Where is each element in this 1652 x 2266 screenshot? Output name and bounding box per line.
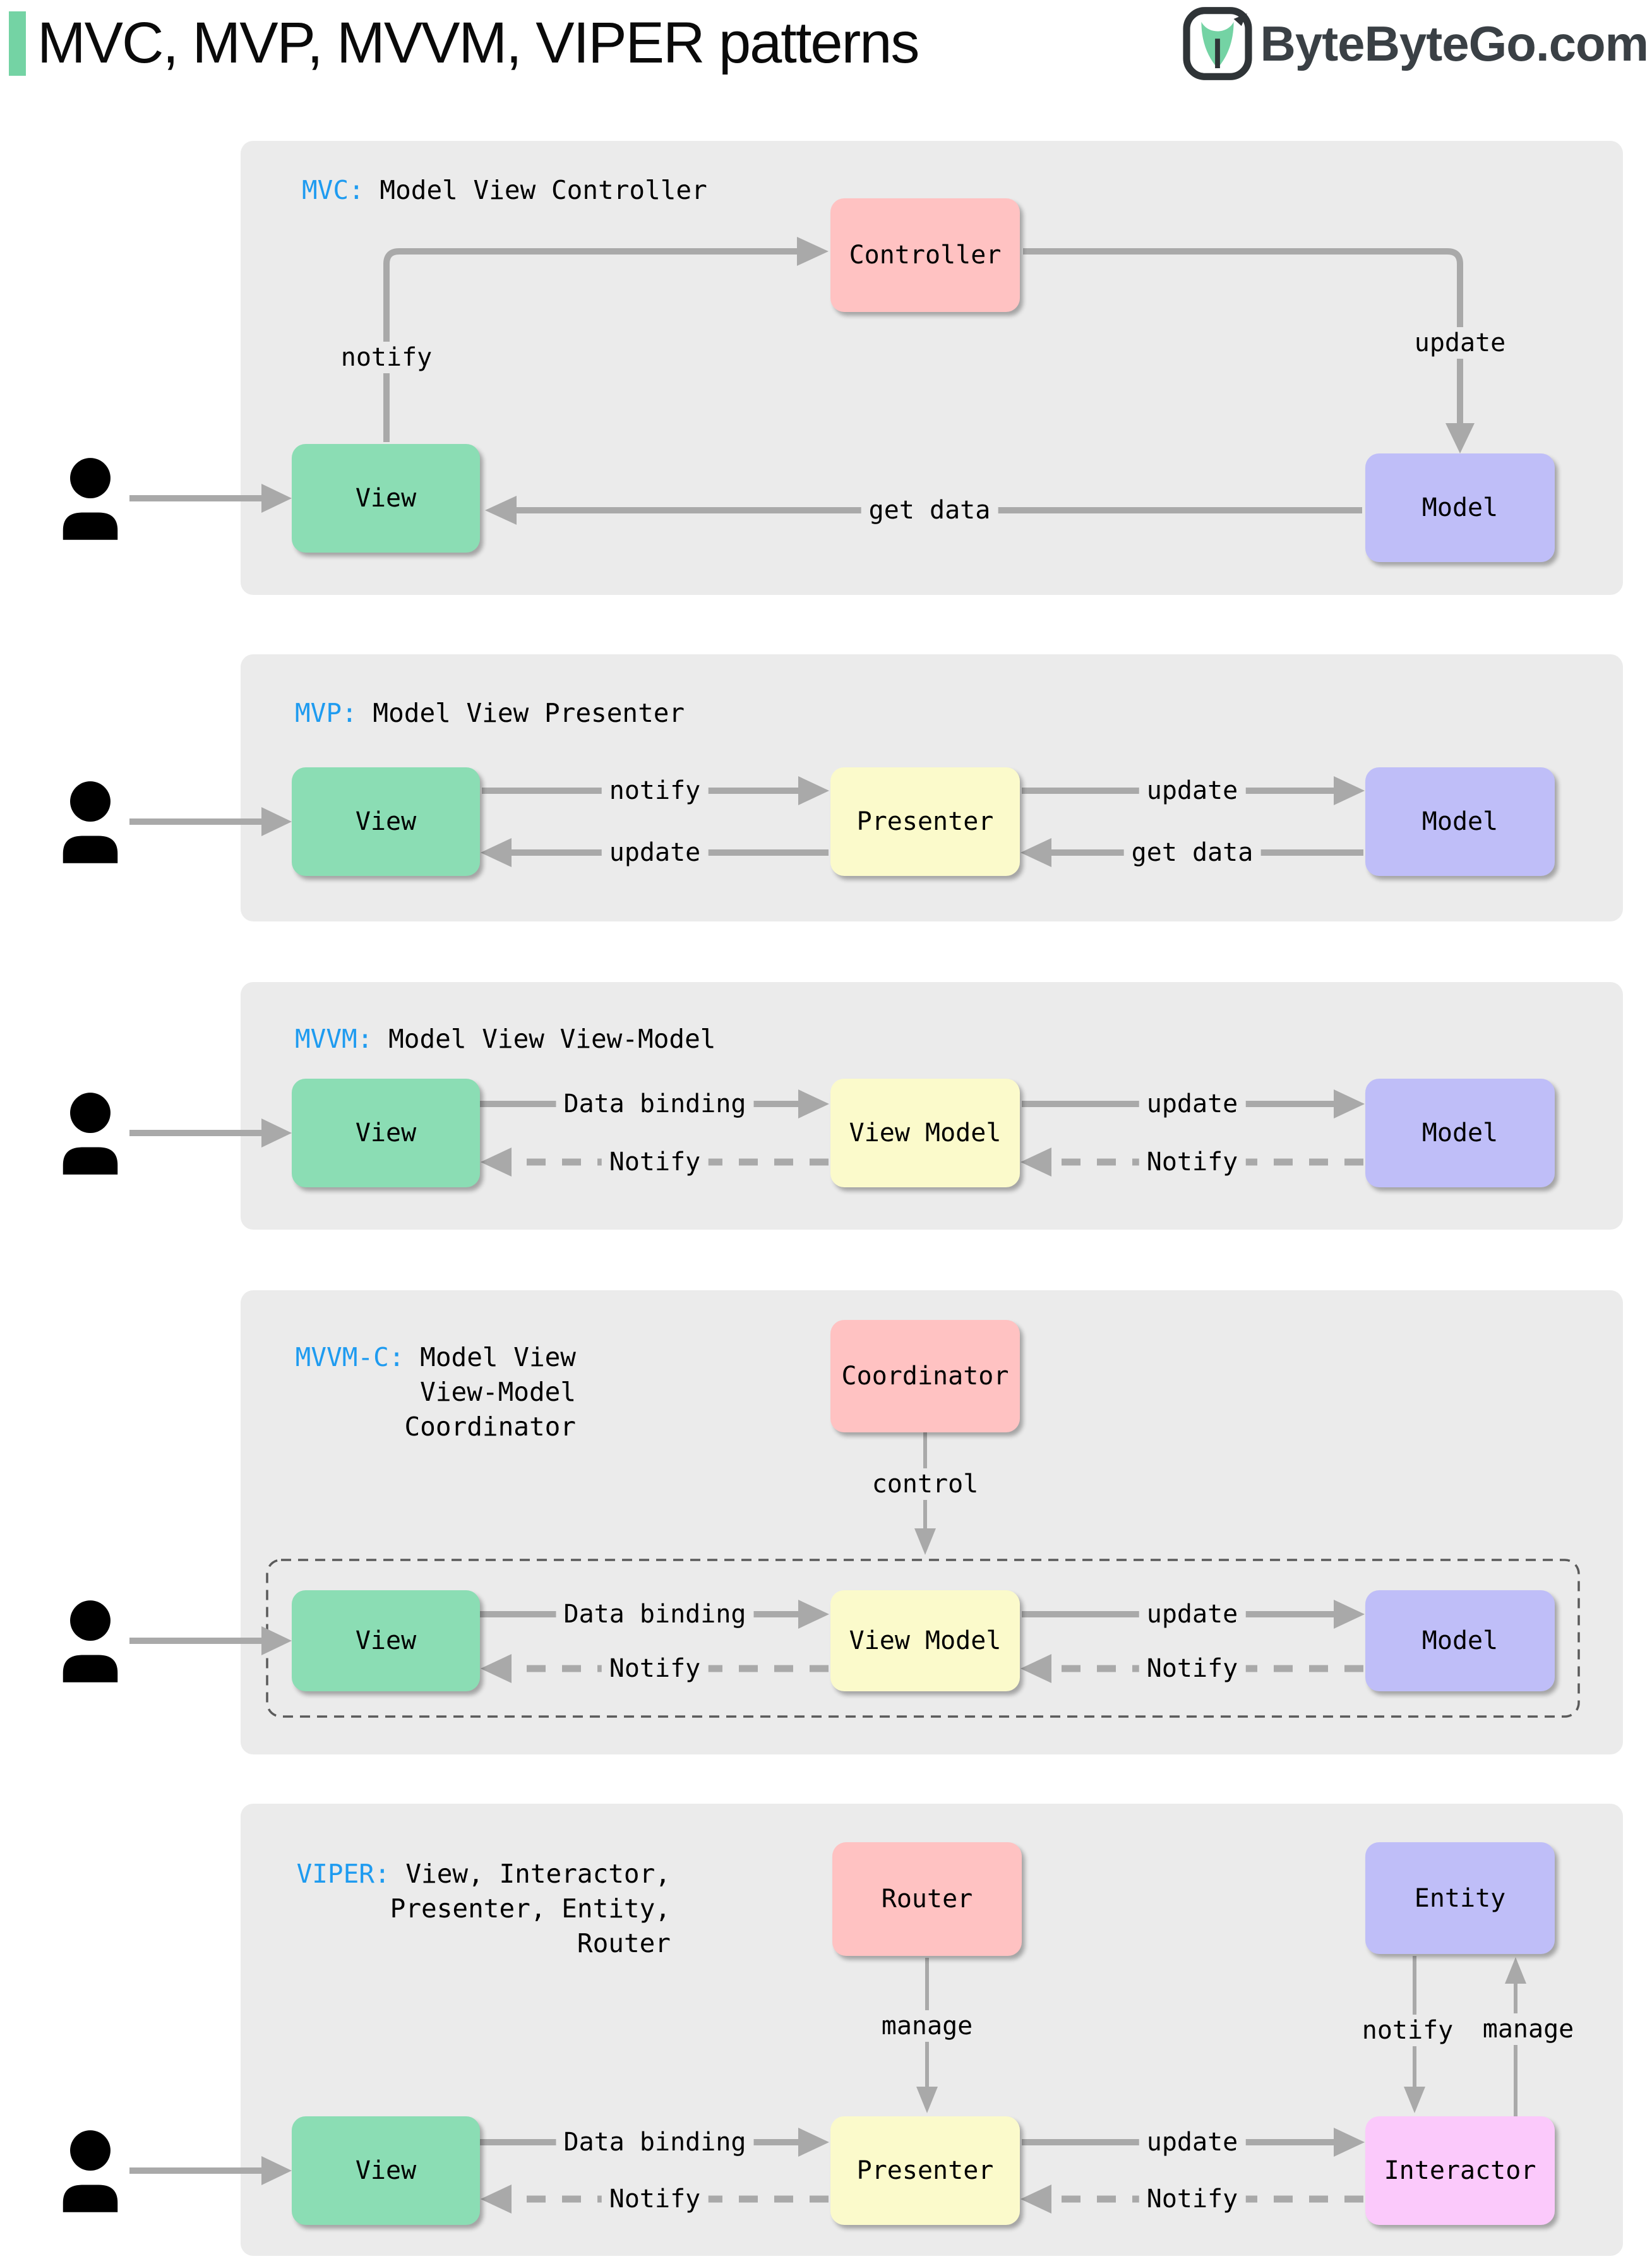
user-icon (63, 458, 118, 540)
viper-notify-vp-label: Notify (601, 2183, 709, 2215)
mvp-get-data-label: get data (1123, 837, 1261, 868)
mvvmc-view-model-label: View Model (849, 1626, 1002, 1655)
viper-desc3: Router (577, 1928, 671, 1958)
mvc-desc: Model View Controller (364, 175, 707, 205)
user-icon (63, 781, 118, 863)
mvp-view-label: View (355, 807, 417, 836)
mvc-controller-box: Controller (830, 198, 1020, 312)
viper-heading: VIPER: View, Interactor,Presenter, Entit… (290, 1857, 671, 1961)
viper-abbr: VIPER: (296, 1859, 390, 1889)
mvvm-view-model-label: View Model (849, 1118, 1002, 1148)
bytebytego-logo-icon (1182, 7, 1252, 80)
mvvmc-view-label: View (355, 1626, 417, 1655)
mvp-heading: MVP: Model View Presenter (295, 696, 685, 731)
mvvm-notify-label: Notify (601, 1146, 709, 1178)
mvvmc-desc1: Model View (404, 1342, 576, 1372)
viper-interactor-box: Interactor (1365, 2116, 1555, 2225)
mvc-view-label: View (355, 484, 417, 513)
mvvmc-heading-line1: MVVM-C: Model View (290, 1340, 576, 1375)
viper-view-label: View (355, 2156, 417, 2185)
mvp-update2-label: update (1139, 775, 1246, 806)
mvvmc-view-model-box: View Model (830, 1590, 1020, 1691)
viper-entity-box: Entity (1365, 1842, 1555, 1954)
viper-desc1: View, Interactor, (390, 1859, 671, 1889)
mvc-update-arrow (1023, 248, 1463, 424)
viper-entity-label: Entity (1414, 1883, 1506, 1913)
mvc-model-box: Model (1365, 453, 1555, 562)
mvp-update-label: update (601, 837, 709, 868)
viper-router-box: Router (832, 1842, 1022, 1956)
mvvm-view-box: View (292, 1079, 480, 1187)
mvvmc-notify-label: Notify (601, 1653, 709, 1684)
mvp-presenter-box: Presenter (830, 767, 1020, 876)
viper-desc2: Presenter, Entity, (390, 1893, 671, 1924)
mvvmc-data-binding-label: Data binding (556, 1598, 754, 1630)
mvc-model-label: Model (1422, 493, 1499, 522)
user-icon (63, 1600, 118, 1682)
user-icon (63, 1093, 118, 1175)
mvp-desc: Model View Presenter (357, 698, 685, 728)
mvvm-view-model-box: View Model (830, 1079, 1020, 1187)
page-title: MVC, MVP, MVVM, VIPER patterns (37, 11, 919, 75)
viper-manage-label: manage (873, 2010, 981, 2042)
viper-interactor-label: Interactor (1384, 2156, 1536, 2185)
mvc-notify-label: notify (333, 342, 440, 373)
mvvm-heading: MVVM: Model View View-Model (295, 1022, 715, 1057)
viper-heading-line1: VIPER: View, Interactor, (290, 1857, 671, 1891)
viper-presenter-box: Presenter (830, 2116, 1020, 2225)
title-accent-bar (9, 11, 26, 76)
mvvmc-desc2: View-Model (420, 1377, 576, 1407)
mvp-notify-label: notify (601, 775, 709, 806)
user-icon (63, 2130, 118, 2212)
mvvm-data-binding-label: Data binding (556, 1088, 754, 1120)
viper-update-label: update (1139, 2126, 1246, 2158)
mvvmc-update-label: update (1139, 1598, 1246, 1630)
mvvm-update-label: update (1139, 1088, 1246, 1120)
viper-notify-ip-label: Notify (1139, 2183, 1246, 2215)
mvvm-desc: Model View View-Model (373, 1024, 716, 1054)
mvvmc-control-label: control (864, 1468, 986, 1500)
mvvmc-desc3: Coordinator (404, 1412, 576, 1442)
viper-view-box: View (292, 2116, 480, 2225)
mvvm-view-label: View (355, 1118, 417, 1148)
viper-manage-up-label: manage (1475, 2013, 1582, 2045)
mvvmc-scope-dashed-box (266, 1559, 1580, 1718)
viper-presenter-label: Presenter (856, 2156, 994, 2185)
mvp-model-box: Model (1365, 767, 1555, 876)
title-bar: MVC, MVP, MVVM, VIPER patterns (9, 10, 919, 76)
mvvmc-view-box: View (292, 1590, 480, 1691)
mvc-abbr: MVC: (302, 175, 364, 205)
mvvmc-model-box: Model (1365, 1590, 1555, 1691)
mvc-view-box: View (292, 444, 480, 553)
mvvm-abbr: MVVM: (295, 1024, 373, 1054)
mvc-heading: MVC: Model View Controller (302, 173, 707, 208)
mvc-get-data-label: get data (861, 495, 998, 526)
brand-name: ByteByteGo.com (1260, 15, 1649, 71)
mvp-presenter-label: Presenter (856, 807, 994, 836)
mvvmc-model-label: Model (1422, 1626, 1499, 1655)
viper-router-label: Router (881, 1885, 973, 1914)
mvvm-notify2-label: Notify (1139, 1146, 1246, 1178)
mvp-view-box: View (292, 767, 480, 876)
mvc-notify-arrow (383, 248, 797, 442)
mvvm-model-label: Model (1422, 1118, 1499, 1148)
mvp-model-label: Model (1422, 807, 1499, 836)
mvc-controller-label: Controller (849, 241, 1002, 270)
viper-data-binding-label: Data binding (556, 2126, 754, 2158)
mvvm-model-box: Model (1365, 1079, 1555, 1187)
mvvmc-notify2-label: Notify (1139, 1653, 1246, 1684)
mvc-update-label: update (1406, 327, 1514, 359)
mvvmc-abbr: MVVM-C: (295, 1342, 405, 1372)
mvvmc-coordinator-box: Coordinator (830, 1320, 1020, 1432)
mvvmc-coordinator-label: Coordinator (841, 1362, 1009, 1391)
brand: ByteByteGo.com (1182, 6, 1649, 81)
viper-notify-label: notify (1354, 2015, 1461, 2046)
mvp-abbr: MVP: (295, 698, 357, 728)
